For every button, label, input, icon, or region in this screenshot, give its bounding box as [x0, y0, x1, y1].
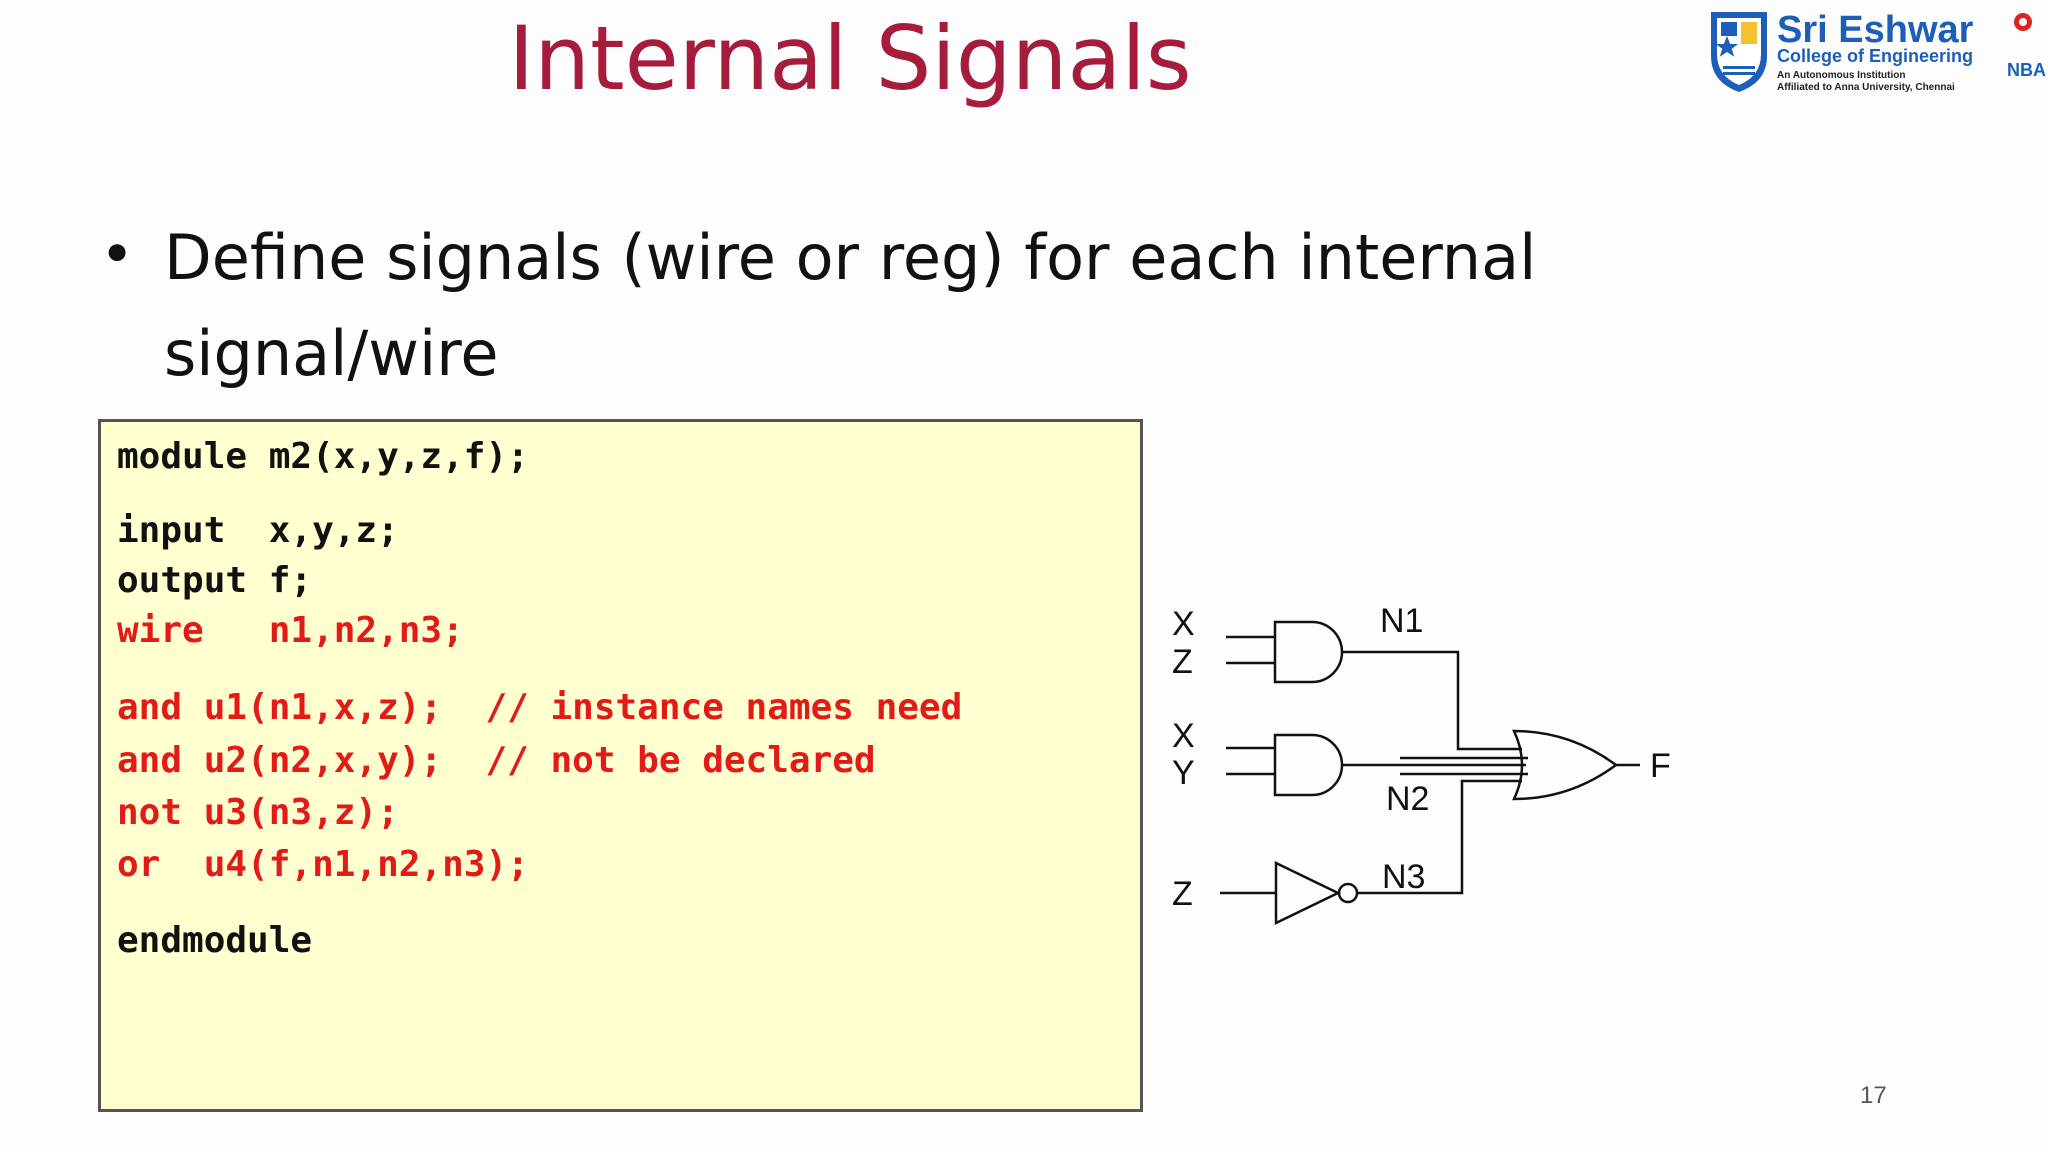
- college-logo: Sri Eshwar College of Engineering An Aut…: [1711, 9, 2045, 93]
- input-label-z1: Z: [1172, 643, 1193, 681]
- logo-name: Sri Eshwar: [1777, 9, 1974, 51]
- code-line-or-u4: or u4(f,n1,n2,n3);: [117, 844, 529, 885]
- page-number: 17: [1860, 1082, 1887, 1109]
- slide-title: Internal Signals: [508, 7, 1192, 110]
- code-line-endmodule: endmodule: [117, 920, 313, 961]
- code-line-and-u2: and u2(n2,x,y); // not be declared: [117, 740, 876, 781]
- logo-line2: Affiliated to Anna University, Chennai: [1777, 82, 1955, 93]
- code-line-and-u1: and u1(n1,x,z); // instance names need: [117, 687, 963, 728]
- accreditation-badge: NBA: [2007, 13, 2045, 80]
- code-line-not-u3: not u3(n3,z);: [117, 792, 399, 833]
- net-label-n3: N3: [1382, 858, 1425, 896]
- code-block: module m2(x,y,z,f); input x,y,z; output …: [98, 419, 1143, 1112]
- net-label-n2: N2: [1386, 780, 1429, 818]
- code-line-wire: wire n1,n2,n3;: [117, 610, 464, 651]
- net-n1-wire: [1342, 650, 1522, 751]
- bullet-dot-icon: •: [100, 220, 135, 288]
- bullet-text: Define signals (wire or reg) for each in…: [164, 221, 1537, 390]
- net-n3-wire: [1357, 779, 1522, 895]
- input-label-x2: X: [1172, 717, 1195, 755]
- circuit-diagram: X Z X Y Z N1 N2 N3 F: [1172, 602, 1671, 925]
- output-label-f: F: [1650, 747, 1671, 785]
- code-line-output: output f;: [117, 560, 313, 601]
- or-gate-u4: [1512, 729, 1640, 801]
- code-line-module: module m2(x,y,z,f);: [117, 436, 529, 477]
- shield-icon: [1711, 12, 1767, 92]
- logo-subtitle: College of Engineering: [1777, 46, 1973, 66]
- logo-line1: An Autonomous Institution: [1777, 70, 1906, 81]
- net-label-n1: N1: [1380, 602, 1423, 640]
- not-gate-u3: [1220, 861, 1359, 925]
- code-line-input: input x,y,z;: [117, 510, 399, 551]
- input-label-z2: Z: [1172, 875, 1193, 913]
- input-label-x1: X: [1172, 605, 1195, 643]
- nba-label: NBA: [2007, 60, 2045, 80]
- input-label-y: Y: [1172, 754, 1195, 792]
- and-gate-u2: [1226, 733, 1344, 797]
- and-gate-u1: [1226, 620, 1344, 684]
